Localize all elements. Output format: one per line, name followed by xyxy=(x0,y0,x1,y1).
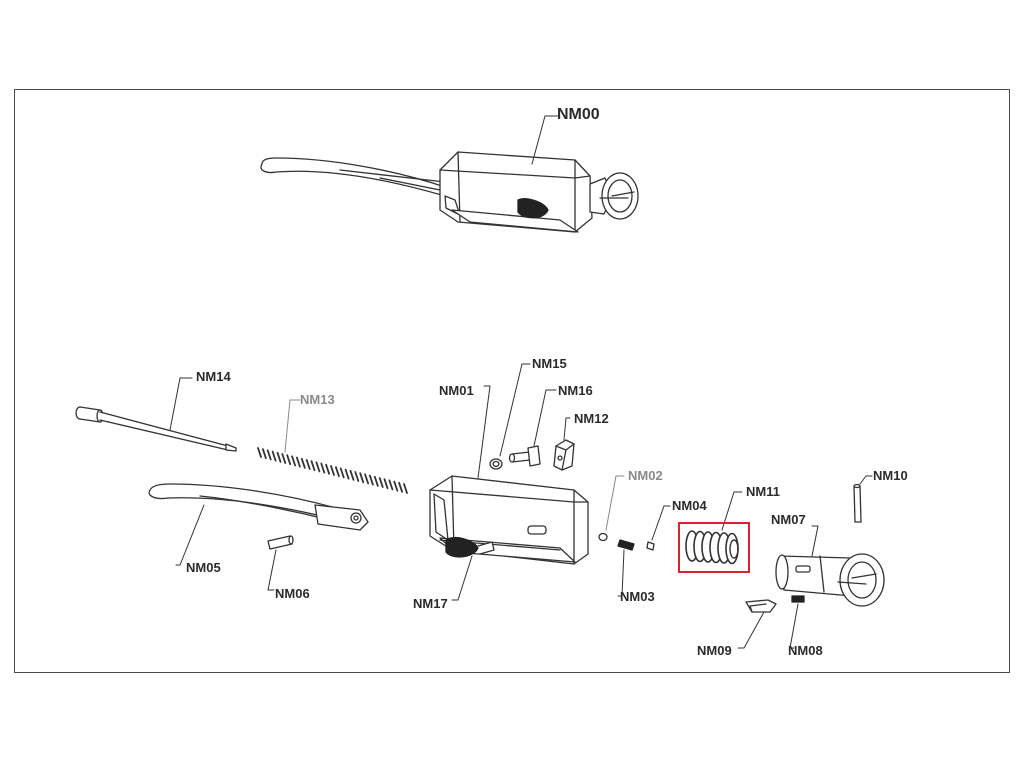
part-nm16-screw xyxy=(508,389,557,467)
part-nm07-bolt-head xyxy=(775,525,885,607)
part-nm01-bolt-body xyxy=(429,385,589,601)
diagram-frame xyxy=(14,89,1010,673)
part-nm02-ball xyxy=(598,475,625,542)
part-nm12-block xyxy=(553,417,575,471)
spring-end xyxy=(729,539,739,559)
label-nm06: NM06 xyxy=(275,586,310,601)
highlight-box-nm11 xyxy=(678,522,750,573)
part-nm06-pin xyxy=(267,535,294,591)
label-nm17: NM17 xyxy=(413,596,448,611)
label-nm11: NM11 xyxy=(746,484,780,499)
part-nm08-spring xyxy=(789,595,805,649)
label-nm05: NM05 xyxy=(186,560,221,575)
label-nm15: NM15 xyxy=(532,356,567,371)
part-nm13-spring xyxy=(257,447,408,494)
label-nm00: NM00 xyxy=(557,106,600,123)
part-nm05-handle xyxy=(148,483,369,566)
label-nm07: NM07 xyxy=(771,512,806,527)
label-nm10: NM10 xyxy=(873,468,908,483)
part-nm00-assembly xyxy=(260,115,639,233)
label-nm01: NM01 xyxy=(439,383,474,398)
part-nm14-firing-pin xyxy=(75,377,237,452)
part-nm15-washer xyxy=(489,363,531,470)
spring-coils xyxy=(257,447,408,494)
part-nm04-pin xyxy=(646,505,671,551)
part-nm03-spring xyxy=(617,539,635,597)
label-nm04: NM04 xyxy=(672,498,707,513)
label-nm12: NM12 xyxy=(574,411,609,426)
label-nm13: NM13 xyxy=(300,392,335,407)
part-nm11-spring xyxy=(685,530,739,565)
label-nm09: NM09 xyxy=(697,643,732,658)
part-nm10-pin xyxy=(853,475,873,523)
part-nm09-extractor xyxy=(737,599,777,649)
label-nm02: NM02 xyxy=(628,468,663,483)
label-nm16: NM16 xyxy=(558,383,593,398)
label-nm03: NM03 xyxy=(620,589,655,604)
label-nm08: NM08 xyxy=(788,643,823,658)
label-nm14: NM14 xyxy=(196,369,231,384)
